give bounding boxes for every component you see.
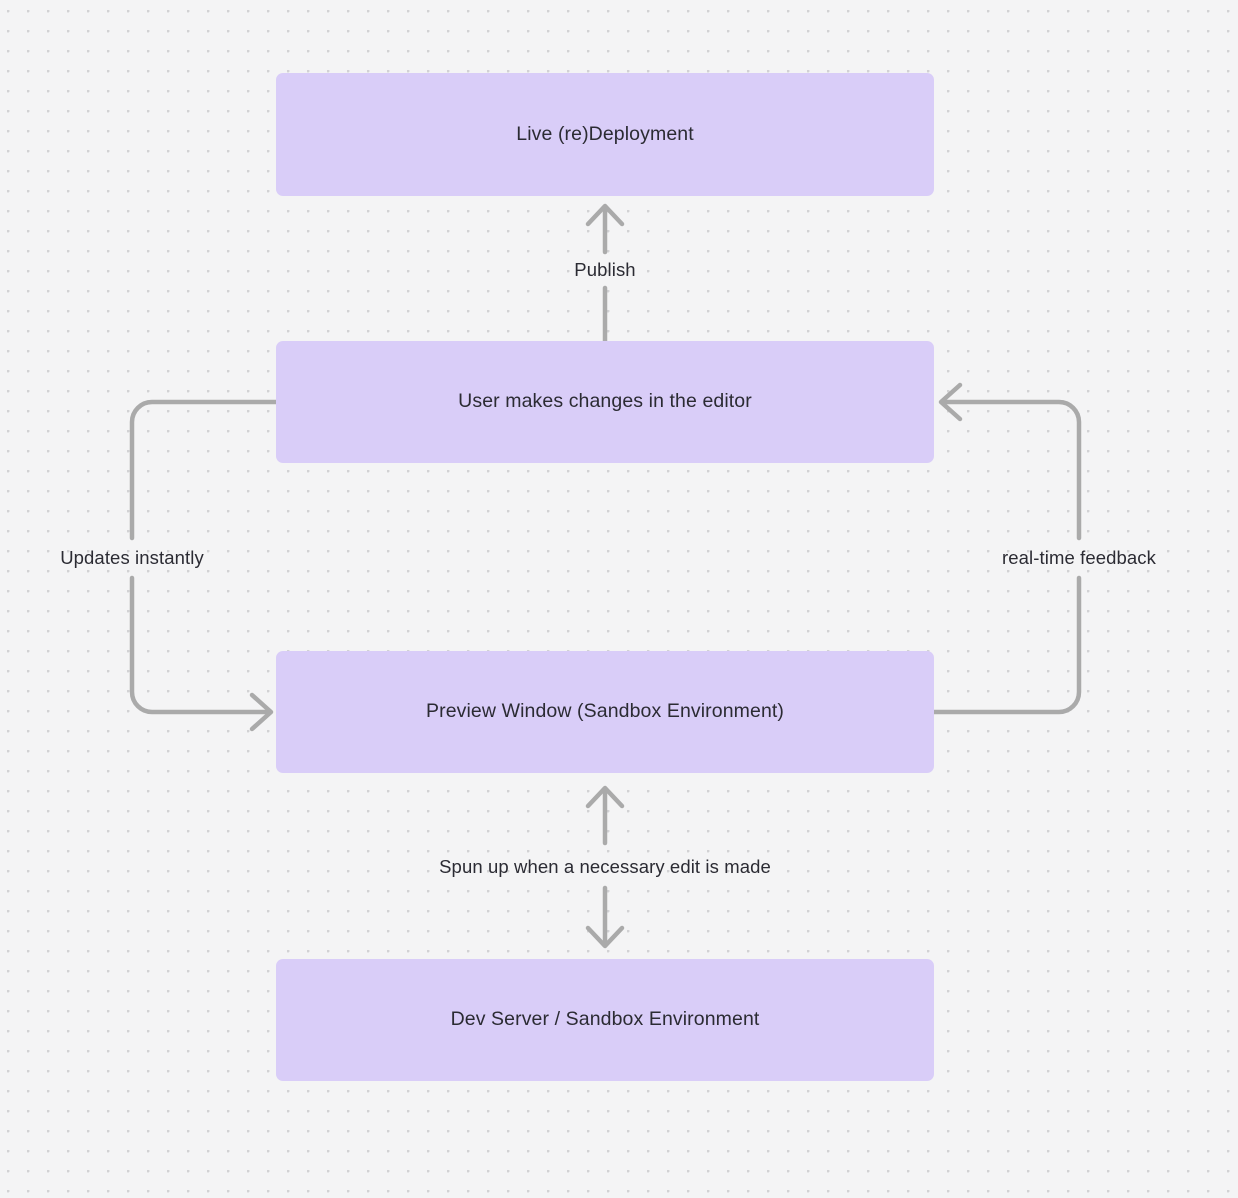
edge-label-updates-instantly: Updates instantly — [60, 547, 204, 568]
edge-label-real-time-feedback: real-time feedback — [1002, 547, 1156, 568]
edge-label-publish: Publish — [574, 259, 636, 280]
edge-label-spun-up: Spun up when a necessary edit is made — [439, 856, 771, 877]
node-live-deployment-label: Live (re)Deployment — [516, 122, 694, 145]
node-live-deployment[interactable]: Live (re)Deployment — [276, 73, 934, 196]
node-preview-window[interactable]: Preview Window (Sandbox Environment) — [276, 651, 934, 773]
node-dev-server[interactable]: Dev Server / Sandbox Environment — [276, 959, 934, 1081]
node-user-edits[interactable]: User makes changes in the editor — [276, 341, 934, 463]
node-user-edits-label: User makes changes in the editor — [458, 390, 752, 413]
node-preview-window-label: Preview Window (Sandbox Environment) — [426, 700, 784, 723]
node-dev-server-label: Dev Server / Sandbox Environment — [450, 1008, 760, 1031]
